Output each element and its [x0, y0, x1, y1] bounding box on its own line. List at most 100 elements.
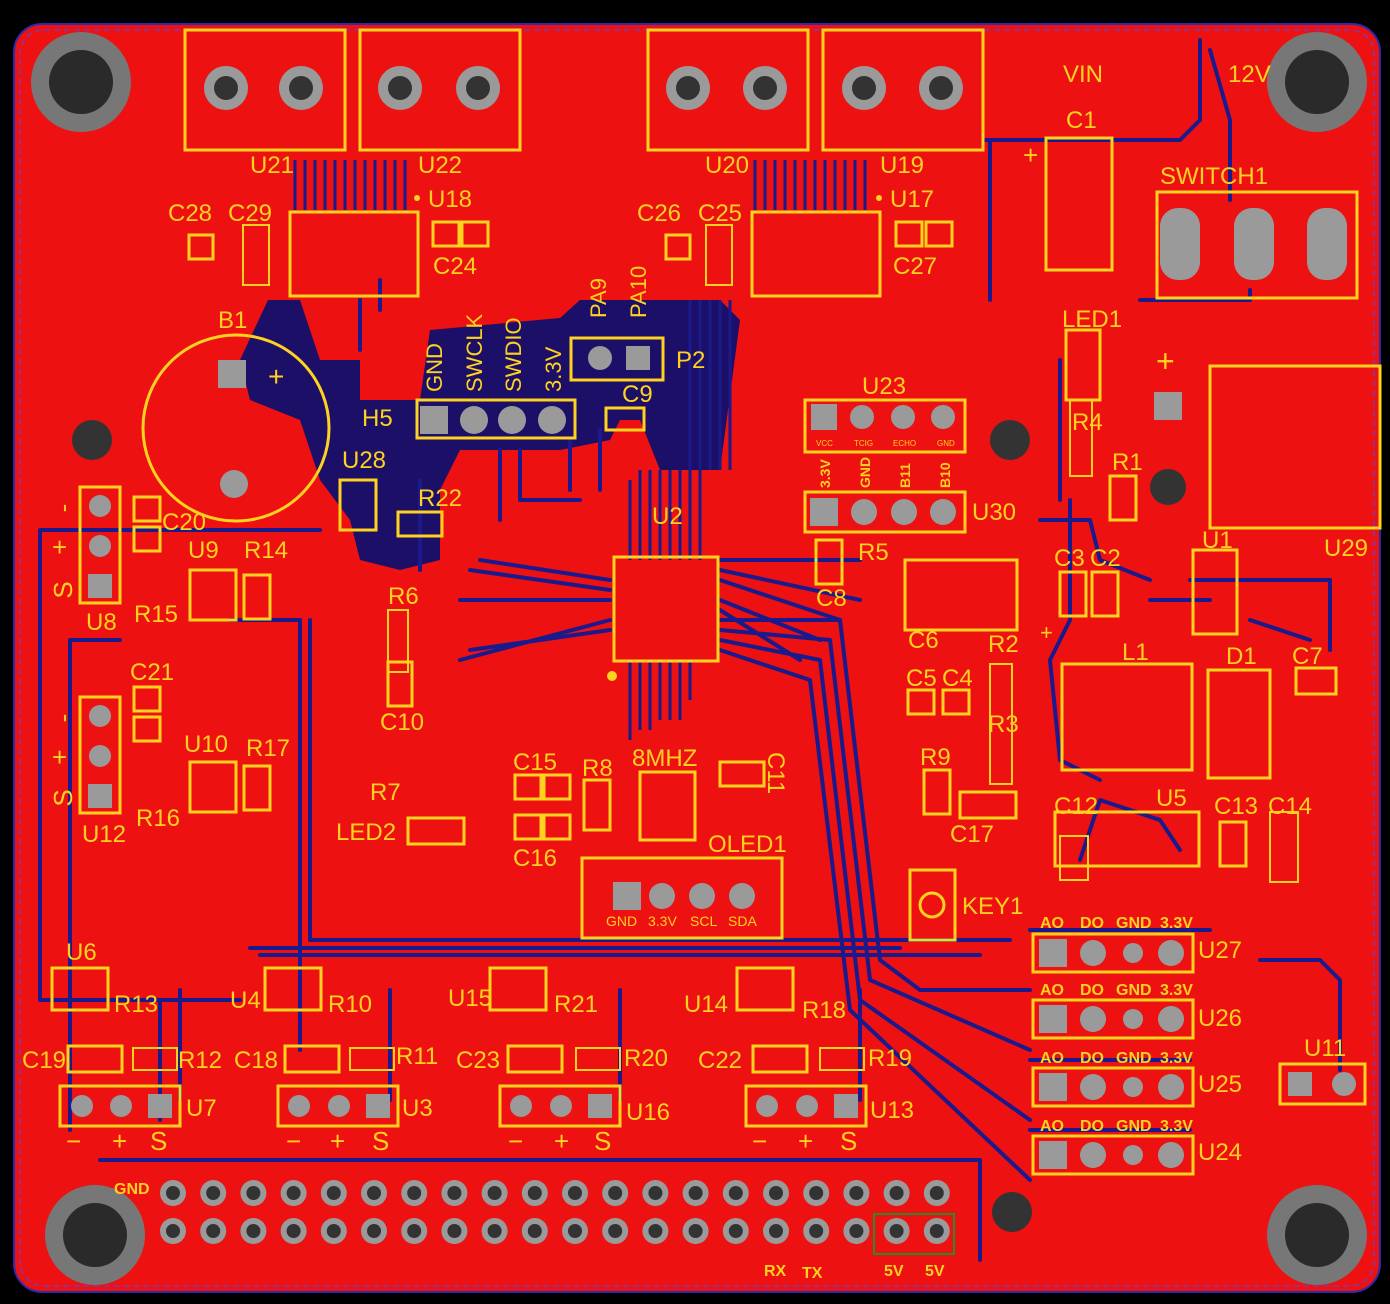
gpio-pin-hole — [688, 1186, 703, 1200]
gpio-pin-hole — [648, 1224, 663, 1238]
gpio-header-labels: GND RX TX 5V 5V — [114, 1181, 945, 1282]
label-u27: U27 — [1198, 937, 1242, 964]
gpio-label-5v-b: 5V — [925, 1263, 945, 1280]
gpio-label-tx: TX — [802, 1265, 823, 1282]
label-pa10: PA10 — [626, 266, 651, 318]
u26-pin-ao: AO — [1040, 982, 1064, 999]
oled-pin-sda: SDA — [728, 913, 757, 929]
label-key1: KEY1 — [962, 893, 1023, 920]
label-r2: R2 — [988, 631, 1019, 658]
gpio-pin-hole — [447, 1224, 462, 1238]
gpio-label-rx: RX — [764, 1263, 787, 1280]
gpio-pin-hole — [608, 1224, 623, 1238]
gpio-pin-hole — [769, 1186, 783, 1200]
label-r14: R14 — [244, 537, 288, 564]
gpio-pin-hole — [728, 1224, 743, 1238]
u16-pin-s: S — [594, 1126, 611, 1156]
gpio-label-gnd: GND — [114, 1181, 150, 1198]
gpio-pin-hole — [487, 1224, 502, 1238]
oled-pin-scl: SCL — [690, 913, 717, 929]
u13-pin-plus: + — [798, 1126, 813, 1156]
label-c29: C29 — [228, 200, 272, 227]
label-b1: B1 — [218, 307, 247, 334]
label-c13: C13 — [1214, 793, 1258, 820]
gpio-pin-hole — [527, 1186, 542, 1200]
gpio-pin-hole — [728, 1186, 743, 1200]
label-d1: D1 — [1226, 643, 1257, 670]
label-led1: LED1 — [1062, 306, 1122, 333]
label-u2: U2 — [652, 503, 683, 530]
label-led2: LED2 — [336, 819, 396, 846]
u30-pin-b10: B10 — [937, 462, 953, 488]
label-c26: C26 — [637, 200, 681, 227]
label-u14: U14 — [684, 991, 728, 1018]
u25-pin-ao: AO — [1040, 1050, 1064, 1067]
gpio-pin-hole — [447, 1186, 462, 1200]
label-c9: C9 — [622, 381, 653, 408]
label-r18: R18 — [802, 997, 846, 1024]
u25-pin-gnd: GND — [1116, 1050, 1152, 1067]
u13-pin-s: S — [840, 1126, 857, 1156]
label-buzzer-plus: + — [268, 361, 284, 392]
label-u9: U9 — [188, 537, 219, 564]
label-r4: R4 — [1072, 409, 1103, 436]
gpio-header — [160, 1180, 950, 1244]
label-u4: U4 — [230, 987, 261, 1014]
u23-pin-vcc: VCC — [816, 439, 833, 448]
gpio-pin-hole — [206, 1186, 221, 1200]
gpio-pin-hole — [286, 1224, 301, 1238]
gpio-pin-hole — [849, 1186, 864, 1200]
label-r17: R17 — [246, 735, 290, 762]
label-r15: R15 — [134, 601, 178, 628]
label-c2: C2 — [1090, 545, 1121, 572]
label-u23: U23 — [862, 373, 906, 400]
label-c7: C7 — [1292, 643, 1323, 670]
gpio-pin-hole — [809, 1224, 824, 1238]
u25-pin-do: DO — [1080, 1050, 1104, 1067]
label-r8: R8 — [582, 755, 613, 782]
label-r22: R22 — [418, 485, 462, 512]
label-c27: C27 — [893, 253, 937, 280]
oled-pin-3v3: 3.3V — [648, 913, 677, 929]
gpio-pin-hole — [166, 1186, 180, 1200]
label-u20: U20 — [705, 152, 749, 179]
label-c18: C18 — [234, 1047, 278, 1074]
label-u18: U18 — [428, 186, 472, 213]
gpio-pin-hole — [326, 1224, 341, 1238]
label-oled1: OLED1 — [708, 831, 787, 858]
gpio-pin-hole — [166, 1224, 180, 1238]
label-c6: C6 — [908, 627, 939, 654]
label-u16: U16 — [626, 1099, 670, 1126]
u26-pin-do: DO — [1080, 982, 1104, 999]
label-c21: C21 — [130, 659, 174, 686]
mounting-holes — [31, 32, 1367, 1285]
small-passives — [50, 220, 1338, 1074]
debug-header-labels: GND SWCLK SWDIO 3.3V PA9 PA10 — [422, 266, 651, 392]
label-u17: U17 — [890, 186, 934, 213]
label-u24: U24 — [1198, 1139, 1242, 1166]
u8-pin-plus: + — [52, 532, 67, 562]
gpio-pin-hole — [206, 1224, 221, 1238]
power-section — [903, 136, 1382, 868]
mcu-area — [415, 336, 967, 942]
oled-pin-labels: GND 3.3V SCL SDA — [606, 913, 757, 929]
label-c14: C14 — [1268, 793, 1312, 820]
label-c4: C4 — [942, 665, 973, 692]
label-c3: C3 — [1054, 545, 1085, 572]
label-u1: U1 — [1202, 527, 1233, 554]
label-c19: C19 — [22, 1047, 66, 1074]
label-u5: U5 — [1156, 785, 1187, 812]
label-c12: C12 — [1054, 793, 1098, 820]
gpio-pin-hole — [688, 1224, 703, 1238]
u7-pin-plus: + — [112, 1126, 127, 1156]
label-r13: R13 — [114, 991, 158, 1018]
gpio-pin-hole — [246, 1186, 261, 1200]
sensor-pin-labels: AO DO GND 3.3V AO DO GND 3.3V AO DO GND … — [1040, 915, 1193, 1135]
gpio-pin-hole — [568, 1224, 582, 1238]
u12-pin-minus: - — [48, 714, 78, 723]
u3-pin-plus: + — [330, 1126, 345, 1156]
label-switch1: SWITCH1 — [1160, 163, 1268, 190]
label-c25: C25 — [698, 200, 742, 227]
label-r21: R21 — [554, 991, 598, 1018]
